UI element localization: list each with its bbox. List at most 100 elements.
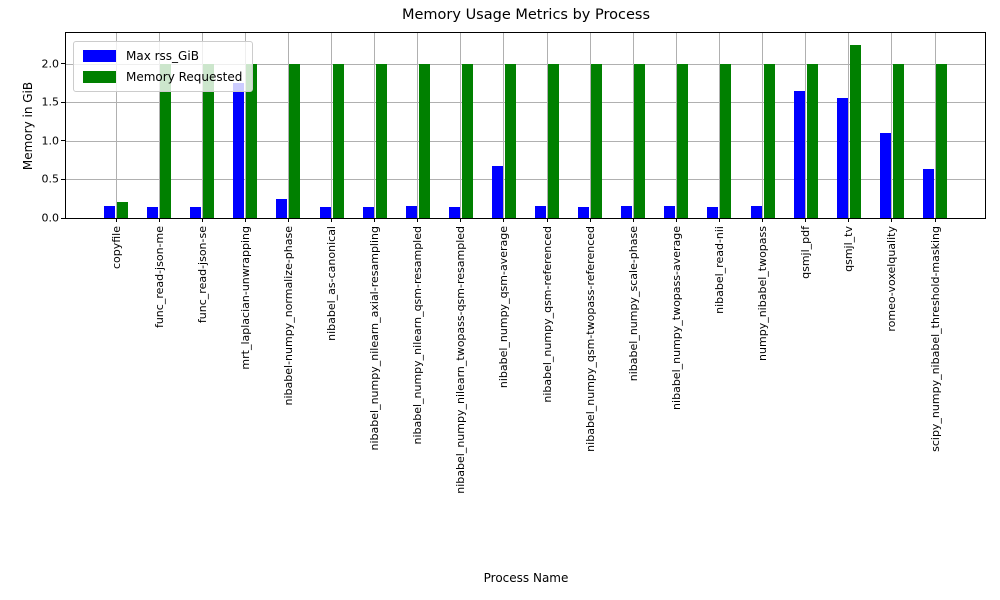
bar (117, 201, 128, 218)
x-tick-label: func_read-json-me (152, 226, 166, 329)
x-tick-label: mrt_laplacian-unwrapping (238, 226, 252, 370)
y-tick-mark (61, 101, 65, 103)
v-gridline (331, 33, 333, 218)
bar (591, 63, 603, 218)
bar (375, 63, 387, 218)
bar (491, 165, 503, 218)
y-tick-mark (61, 178, 65, 180)
bar (535, 205, 547, 218)
v-gridline (934, 33, 936, 218)
x-tick-mark (201, 218, 203, 222)
h-gridline (66, 179, 985, 181)
v-gridline (632, 33, 634, 218)
x-tick-label: nibabel_as-canonical (325, 226, 339, 341)
bar (160, 63, 172, 218)
legend-item: Max rss_GiB (83, 49, 242, 63)
x-tick-mark (762, 218, 764, 222)
bar (621, 206, 633, 218)
x-tick-mark (546, 218, 548, 222)
bar (578, 207, 590, 218)
x-tick-mark (805, 218, 807, 222)
bar (461, 63, 473, 218)
x-tick-mark (417, 218, 419, 222)
v-gridline (460, 33, 462, 218)
x-tick-label: romeo-voxelquality (885, 226, 899, 332)
bar (418, 63, 430, 218)
y-tick-mark (61, 140, 65, 142)
h-gridline (66, 140, 985, 142)
bar (707, 207, 719, 218)
h-gridline (66, 102, 985, 104)
bar (190, 207, 202, 218)
x-tick-mark (115, 218, 117, 222)
x-tick-label: scipy_numpy_nibabel_threshold-masking (928, 226, 942, 452)
x-tick-label: qsmjl_pdf (799, 226, 813, 279)
x-tick-label: nibabel_numpy_nilearn_twopass-qsm-resamp… (454, 226, 468, 494)
legend-label: Memory Requested (126, 70, 243, 84)
v-gridline (158, 33, 160, 218)
y-tick-label: 2.0 (41, 57, 60, 71)
x-tick-mark (718, 218, 720, 222)
v-gridline (287, 33, 289, 218)
y-tick-mark (61, 217, 65, 219)
v-gridline (718, 33, 720, 218)
bar (923, 168, 934, 218)
v-gridline (848, 33, 850, 218)
x-tick-mark (848, 218, 850, 222)
bar (233, 83, 245, 218)
y-tick-label: 1.5 (41, 95, 60, 109)
bar (362, 207, 374, 218)
v-gridline (115, 33, 117, 218)
legend: Max rss_GiB Memory Requested (73, 41, 254, 92)
v-gridline (374, 33, 376, 218)
v-gridline (201, 33, 203, 218)
x-tick-label: nibabel_numpy_nilearn_axial-resampling (368, 226, 382, 451)
bar (936, 63, 947, 218)
v-gridline (762, 33, 764, 218)
v-gridline (589, 33, 591, 218)
x-tick-label: nibabel_numpy_qsm-twopass-referenced (583, 226, 597, 452)
x-tick-mark (934, 218, 936, 222)
h-gridline (66, 63, 985, 65)
legend-label: Max rss_GiB (126, 49, 199, 63)
x-tick-mark (675, 218, 677, 222)
x-tick-label: nibabel_numpy_qsm-referenced (540, 226, 554, 403)
legend-swatch (83, 71, 116, 83)
x-tick-label: numpy_nibabel_twopass (756, 226, 770, 361)
x-tick-label: nibabel-numpy_normalize-phase (281, 226, 295, 406)
y-tick-mark (61, 63, 65, 65)
x-tick-mark (503, 218, 505, 222)
chart-title: Memory Usage Metrics by Process (401, 7, 651, 23)
x-tick-mark (244, 218, 246, 222)
x-tick-label: copyfile (109, 226, 123, 270)
bar (763, 63, 775, 218)
x-tick-label: nibabel_numpy_scale-phase (626, 226, 640, 382)
bar (203, 63, 215, 218)
bar (246, 63, 258, 218)
bar (849, 44, 861, 218)
v-gridline (675, 33, 677, 218)
v-gridline (546, 33, 548, 218)
bar (147, 207, 159, 218)
y-axis-label: Memory in GiB (21, 81, 35, 171)
bar (879, 133, 891, 218)
v-gridline (503, 33, 505, 218)
x-tick-mark (158, 218, 160, 222)
bar (836, 97, 848, 218)
bar (104, 206, 115, 218)
x-tick-label: qsmjl_tv (842, 226, 856, 272)
bar (332, 63, 344, 218)
x-tick-label: nibabel_numpy_twopass-average (669, 226, 683, 410)
x-tick-label: nibabel_read-nii (712, 226, 726, 314)
x-tick-mark (331, 218, 333, 222)
x-tick-mark (632, 218, 634, 222)
bar (750, 205, 762, 218)
plot-area: Max rss_GiB Memory Requested (65, 32, 986, 219)
x-tick-label: nibabel_numpy_qsm-average (497, 226, 511, 389)
x-tick-mark (589, 218, 591, 222)
v-gridline (891, 33, 893, 218)
v-gridline (244, 33, 246, 218)
bar (793, 90, 805, 218)
bar (504, 63, 516, 218)
